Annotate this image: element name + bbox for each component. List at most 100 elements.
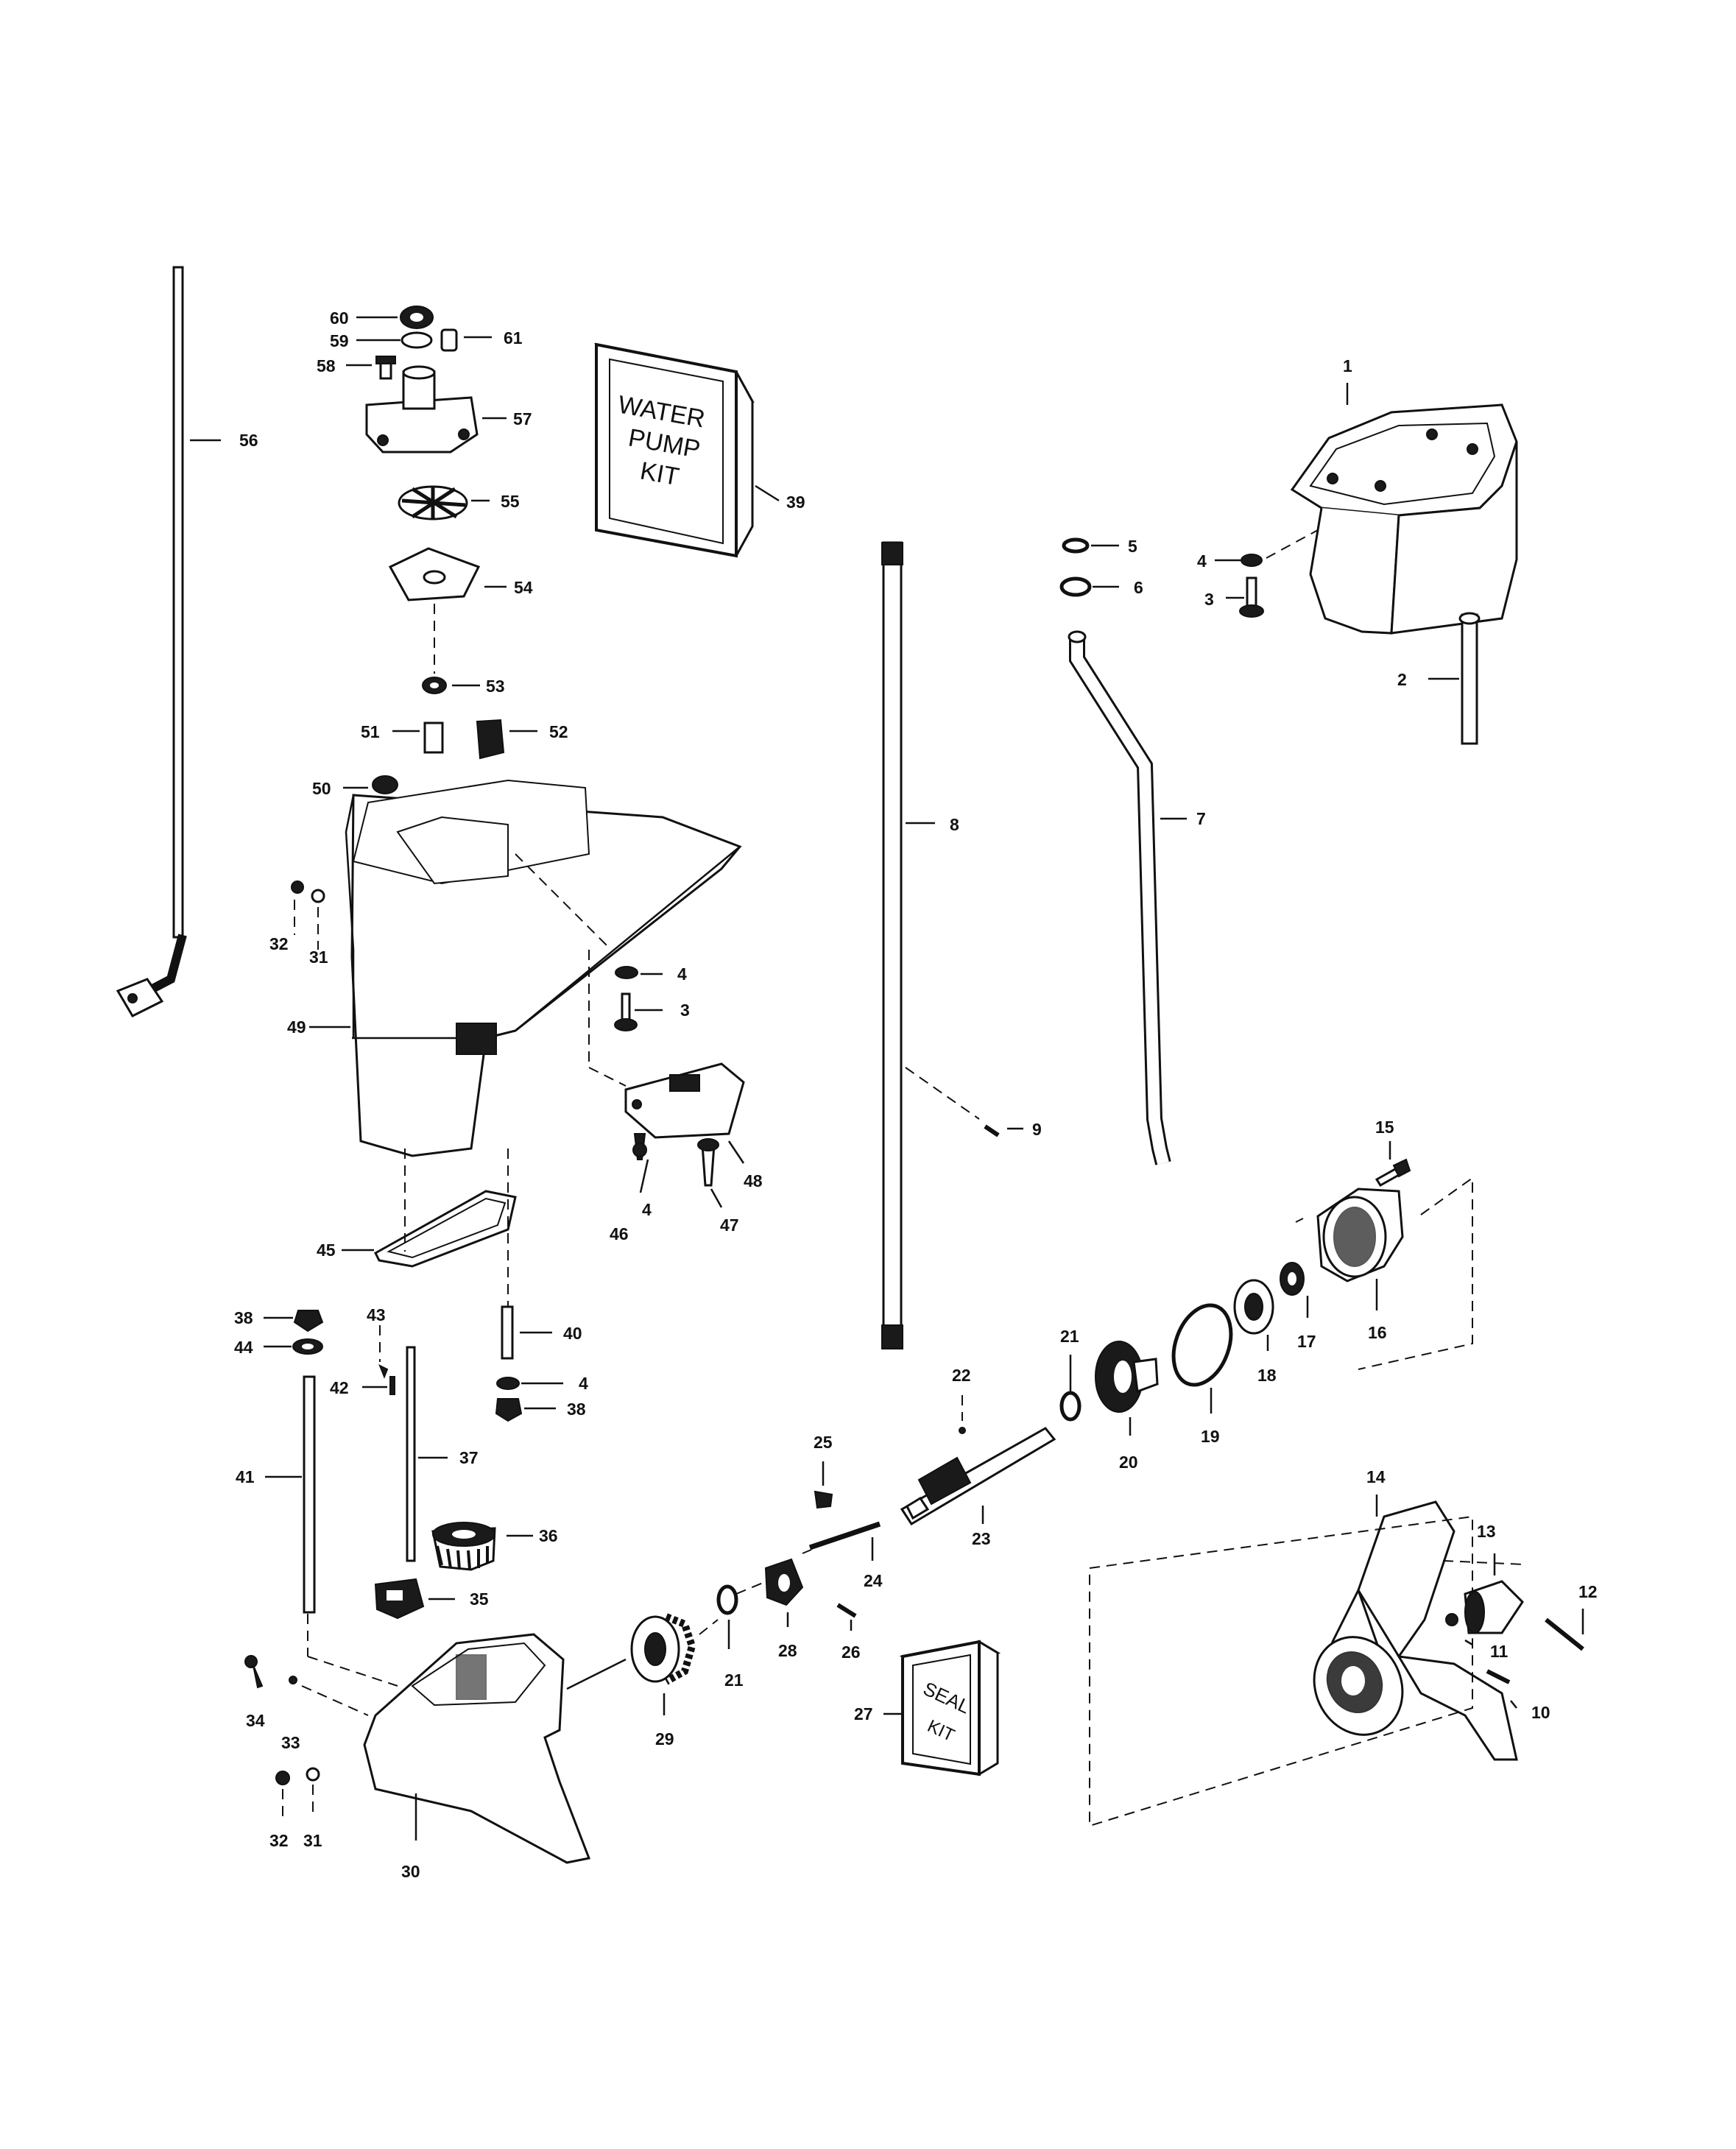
thrust-washer-lower <box>716 1584 738 1615</box>
callout-58: 58 <box>317 356 336 375</box>
exhaust-housing <box>1290 403 1518 635</box>
callout-25: 25 <box>814 1433 833 1452</box>
bearing <box>1233 1279 1274 1335</box>
propeller-nut <box>1445 1613 1458 1626</box>
forward-gear <box>630 1613 696 1685</box>
callout-21: 21 <box>1060 1327 1079 1346</box>
callout-53: 53 <box>486 677 505 696</box>
bearing-carrier <box>1316 1188 1404 1282</box>
callout-51: 51 <box>361 722 380 741</box>
callout-6: 6 <box>1134 578 1143 597</box>
callout-49: 49 <box>287 1017 306 1037</box>
callout-42: 42 <box>330 1378 349 1397</box>
callout-28: 28 <box>778 1641 797 1660</box>
callout-20: 20 <box>1119 1453 1138 1472</box>
pin-42-43 <box>378 1363 395 1395</box>
stud-stack-right <box>495 1305 523 1422</box>
callout-40: 40 <box>563 1324 582 1343</box>
drive-shaft-pin <box>984 1124 1000 1137</box>
callout-44: 44 <box>234 1338 253 1357</box>
callout-38: 38 <box>234 1308 253 1327</box>
seal-kit-box: SEAL KIT <box>899 1640 1001 1776</box>
drive-shaft-housing <box>291 779 742 1157</box>
callout-14: 14 <box>1366 1467 1386 1486</box>
washer-and-bolt-center <box>614 966 638 1031</box>
callout-17: 17 <box>1297 1332 1316 1351</box>
gasket <box>374 1190 517 1268</box>
water-pump-kit-box: WATER PUMP KIT <box>594 342 755 558</box>
callout-24: 24 <box>864 1571 883 1590</box>
carrier-bolt <box>1375 1158 1411 1188</box>
screw-34-washer-33 <box>244 1655 297 1689</box>
shift-cam <box>374 1578 425 1620</box>
callout-4d: 4 <box>579 1374 588 1393</box>
grommets-5-6 <box>1059 537 1092 597</box>
callout-11: 11 <box>1490 1642 1509 1661</box>
callout-7: 7 <box>1196 809 1206 828</box>
cotter-pin <box>1545 1617 1584 1651</box>
callout-52: 52 <box>549 722 568 741</box>
washer-bolt-top <box>1239 554 1264 618</box>
callout-34: 34 <box>246 1711 265 1730</box>
propeller-pin <box>1486 1669 1511 1684</box>
detent-ball <box>959 1427 966 1434</box>
callout-50: 50 <box>312 779 331 798</box>
propeller-shaft <box>900 1427 1056 1526</box>
callout-23: 23 <box>972 1529 991 1548</box>
callout-3b: 3 <box>680 1001 690 1020</box>
o-ring <box>1171 1303 1233 1387</box>
reverse-gear <box>1095 1341 1159 1413</box>
callout-55: 55 <box>501 492 520 511</box>
callout-26: 26 <box>841 1642 861 1662</box>
water-pump-parts <box>365 306 505 794</box>
thrust-washer-upper <box>1059 1391 1082 1422</box>
callout-38b: 38 <box>567 1400 586 1419</box>
cross-pin <box>836 1603 857 1618</box>
callout-41: 41 <box>236 1467 255 1486</box>
callout-4b: 4 <box>677 964 687 984</box>
callout-29: 29 <box>655 1729 674 1749</box>
callout-19: 19 <box>1201 1427 1220 1446</box>
callout-4c: 4 <box>642 1200 652 1219</box>
callout-47: 47 <box>720 1215 739 1235</box>
gear-housing <box>363 1633 591 1864</box>
seal <box>1280 1262 1305 1296</box>
trim-tab <box>624 1062 745 1187</box>
drain-screw-washer <box>275 1767 320 1785</box>
callout-45: 45 <box>317 1241 336 1260</box>
nut-washer-left <box>292 1310 324 1355</box>
callout-9: 9 <box>1032 1120 1042 1139</box>
callout-21b: 21 <box>724 1670 744 1690</box>
callout-48: 48 <box>744 1171 763 1190</box>
callout-59: 59 <box>330 331 349 350</box>
callout-46: 46 <box>610 1224 629 1243</box>
callout-31b: 31 <box>303 1831 322 1850</box>
shift-shaft-and-stud <box>303 1346 416 1614</box>
callout-61: 61 <box>504 328 523 347</box>
shift-rod <box>116 266 187 1017</box>
callout-12: 12 <box>1578 1582 1598 1601</box>
callout-37: 37 <box>459 1448 479 1467</box>
callout-13: 13 <box>1477 1522 1496 1541</box>
callout-3: 3 <box>1204 590 1214 609</box>
propeller-cone <box>1464 1580 1524 1634</box>
callout-22: 22 <box>952 1366 971 1385</box>
callout-15: 15 <box>1375 1118 1394 1137</box>
callout-2: 2 <box>1397 670 1407 689</box>
callout-33: 33 <box>281 1733 300 1752</box>
water-pump-kit-line3: KIT <box>638 456 682 491</box>
shift-rod-plunger <box>808 1521 881 1550</box>
callout-32b: 32 <box>269 1831 289 1850</box>
callout-27: 27 <box>854 1704 873 1723</box>
drive-shaft <box>881 541 903 1349</box>
callout-18: 18 <box>1257 1366 1277 1385</box>
callout-5: 5 <box>1128 537 1137 556</box>
propeller <box>1313 1500 1518 1761</box>
callout-57: 57 <box>513 409 532 428</box>
callout-4: 4 <box>1197 551 1207 571</box>
callout-10: 10 <box>1531 1703 1550 1722</box>
callout-35: 35 <box>470 1589 489 1609</box>
callout-60: 60 <box>330 308 349 328</box>
callout-39: 39 <box>786 493 805 512</box>
